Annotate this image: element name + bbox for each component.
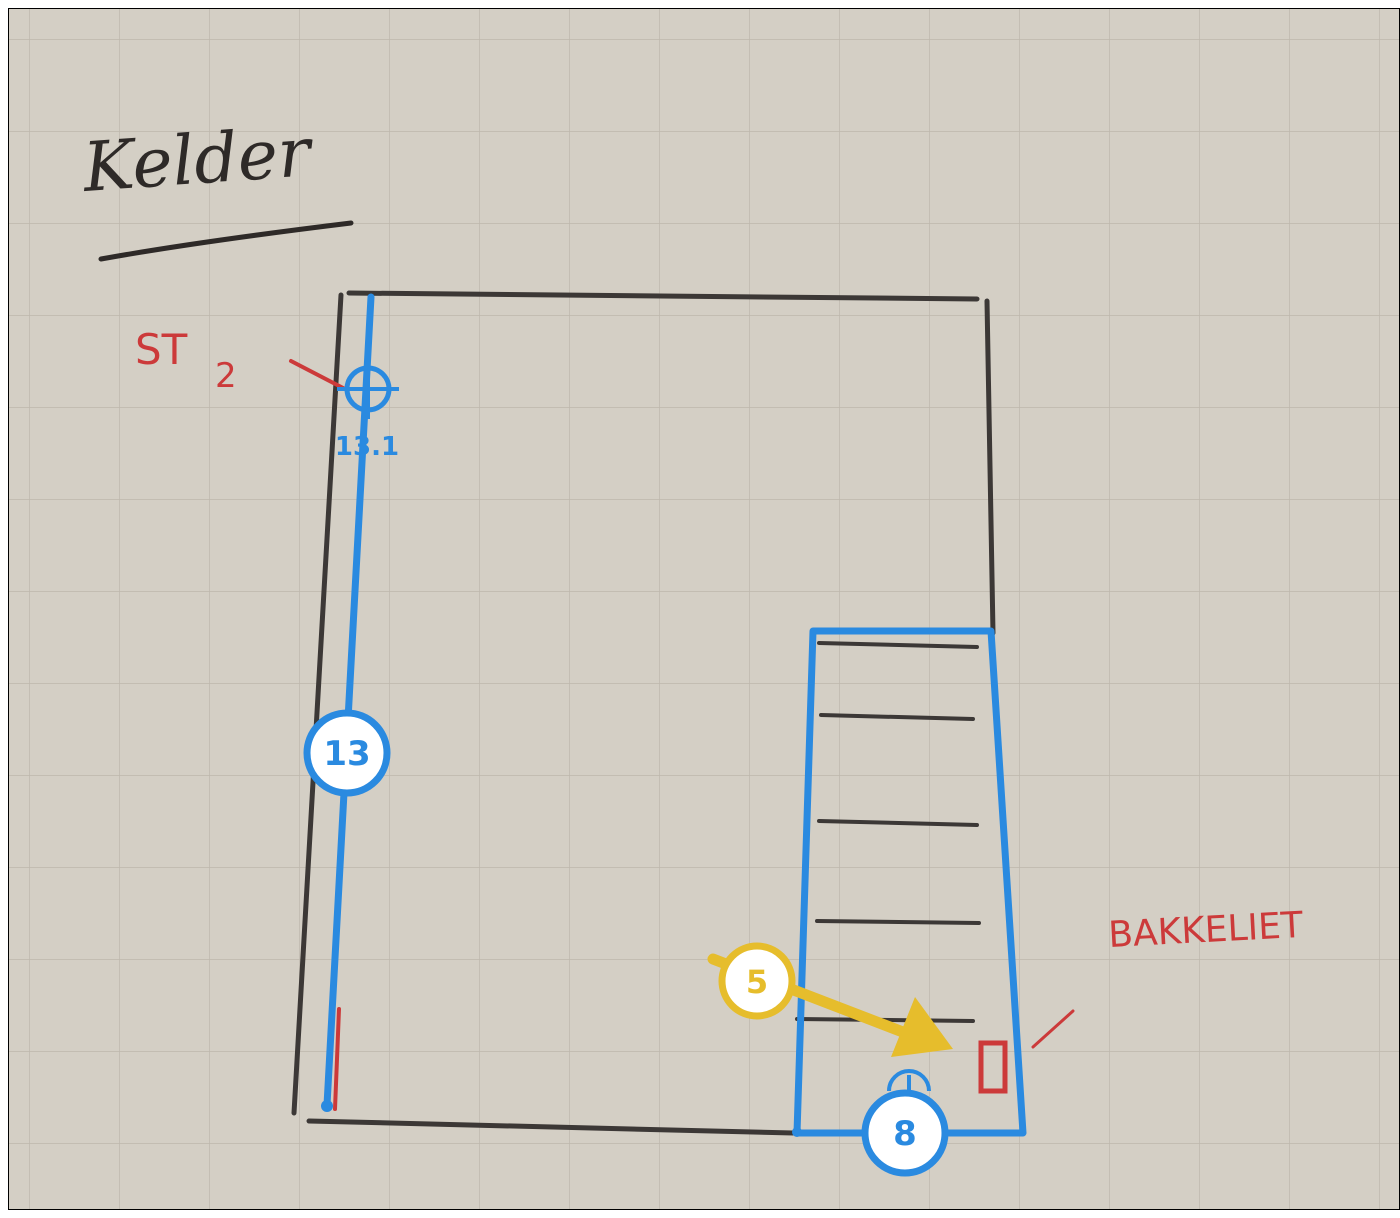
arrow-badge[interactable]: 5 [718, 942, 796, 1020]
sketch-title: Kelder [79, 113, 317, 208]
wall-length-badge-text: 13 [323, 734, 370, 774]
floor-plan-outline [291, 290, 996, 1136]
bakeliet-box [978, 1040, 1008, 1094]
wall-length-line [323, 293, 375, 1109]
title-underline [98, 220, 354, 262]
red-annotations [289, 359, 1075, 1111]
red-wall-trace [333, 1007, 341, 1111]
wall-left [291, 292, 344, 1116]
arrow-badge-text: 5 [746, 963, 768, 1001]
blue-wall-measure [321, 293, 375, 1112]
wall-top [346, 290, 980, 302]
st2-leader-line [289, 359, 347, 391]
sketch-sheet: Kelder ST 2 BAKKELIET 13.1 13 [8, 8, 1400, 1210]
wall-bottom [306, 1118, 796, 1136]
point-marker[interactable] [337, 359, 399, 419]
stair-badge-tick-icon [887, 1069, 931, 1092]
wall-length-badge[interactable]: 13 [303, 709, 391, 797]
bakeliet-leader-line [1031, 1009, 1075, 1049]
paper-grid [9, 9, 1399, 1209]
bakeliet-label: BAKKELIET [1107, 905, 1305, 956]
st2-label: ST [135, 325, 188, 374]
stair-badge-text: 8 [893, 1114, 917, 1154]
stair-badge[interactable]: 8 [861, 1069, 949, 1177]
point-label: 13.1 [335, 432, 399, 462]
wall-right [984, 298, 996, 636]
stair-outline[interactable] [792, 627, 1027, 1137]
arrowhead-icon [891, 997, 953, 1057]
st2-subscript: 2 [215, 356, 237, 396]
wall-line-end-dot [321, 1100, 333, 1112]
